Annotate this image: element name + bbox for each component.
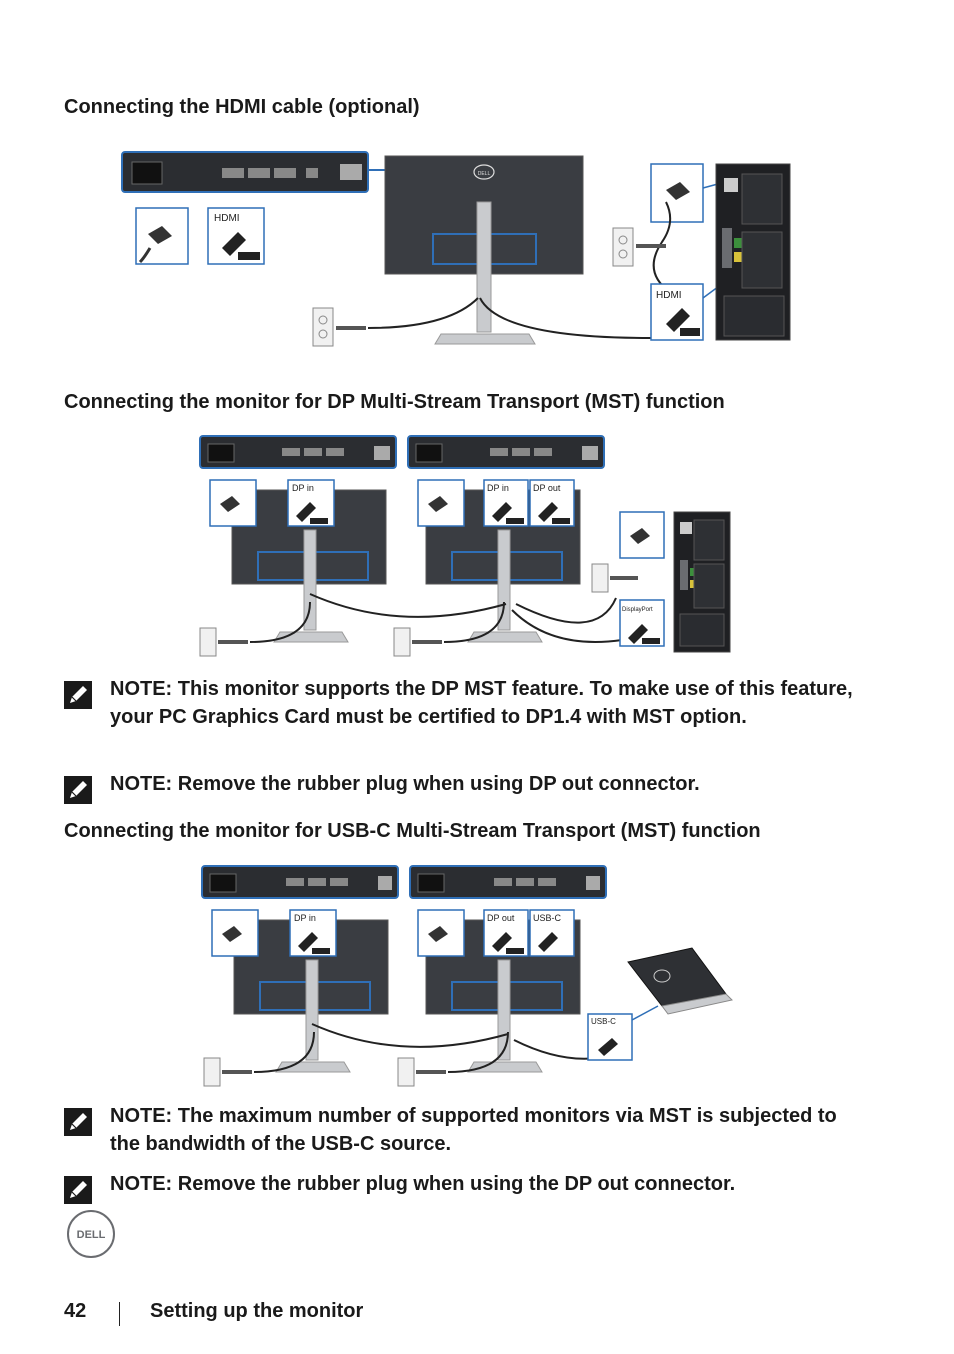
- dp-out-label: DP out: [533, 483, 561, 493]
- note-pencil-icon: [64, 776, 92, 804]
- displayport-label-pc: DisplayPort: [622, 607, 653, 613]
- note-text: NOTE: The maximum number of supported mo…: [110, 1105, 837, 1155]
- page-number: 42: [64, 1300, 87, 1322]
- monitor-logo-1: DELL: [478, 171, 491, 177]
- usbc-label-monitor-2: USB-C: [533, 913, 562, 923]
- dp-in-label-usbc-monitor-1: DP in: [294, 913, 316, 923]
- note-pencil-icon: [64, 1108, 92, 1136]
- hdmi-label-pc: HDMI: [656, 290, 682, 301]
- note-text: NOTE: Remove the rubber plug when using …: [110, 1173, 736, 1195]
- diagram-usbc-mst-connection: DP in DP out USB-C USB-C: [201, 865, 734, 1087]
- note-pencil-icon: [64, 1176, 92, 1204]
- heading-usbc-mst: Connecting the monitor for USB-C Multi-S…: [64, 820, 761, 842]
- note-pencil-icon: [64, 681, 92, 709]
- diagram-dp-mst-connection: DP in DP in DP out DisplayPort: [199, 435, 731, 657]
- dp-out-label-usbc: DP out: [487, 913, 515, 923]
- footer-divider: [119, 1302, 120, 1326]
- hdmi-label-top: HDMI: [214, 213, 240, 224]
- footer-section-title: Setting up the monitor: [150, 1300, 364, 1322]
- note-text: NOTE: Remove the rubber plug when using …: [110, 773, 700, 795]
- dp-in-label-monitor-2: DP in: [487, 483, 509, 493]
- dp-in-label-monitor-1: DP in: [292, 483, 314, 493]
- usbc-label-laptop: USB-C: [591, 1017, 616, 1026]
- heading-dp-mst: Connecting the monitor for DP Multi-Stre…: [64, 391, 725, 413]
- dell-logo-text: DELL: [77, 1229, 106, 1241]
- diagram-hdmi-connection: HDMI DELL HDMI: [121, 151, 791, 347]
- note-text: NOTE: This monitor supports the DP MST f…: [110, 678, 853, 728]
- dell-logo-icon: DELL: [67, 1210, 115, 1258]
- heading-hdmi: Connecting the HDMI cable (optional): [64, 96, 420, 118]
